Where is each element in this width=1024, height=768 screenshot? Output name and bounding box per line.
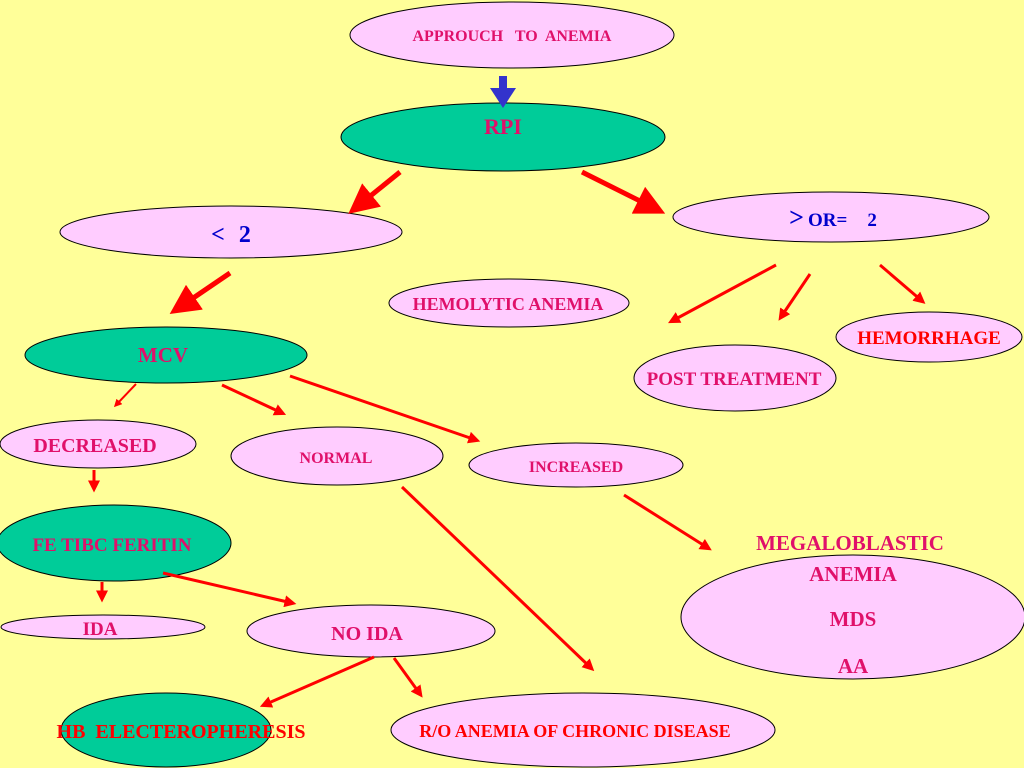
rpi-label: RPI	[484, 114, 522, 139]
arrow-greater-to-post	[778, 273, 812, 321]
hb-electro-label: HB ELECTEROPHERESIS	[57, 721, 306, 743]
decreased-node	[0, 419, 197, 469]
hemolytic-label: HEMOLYTIC ANEMIA	[413, 294, 604, 314]
arrow-mcv-to-increased	[289, 374, 481, 444]
no-ida-label: NO IDA	[331, 623, 403, 645]
post-treatment-node	[633, 344, 837, 412]
post-treatment-label: POST TREATMENT	[647, 369, 822, 390]
chronic-label: R/O ANEMIA OF CHRONIC DISEASE	[419, 721, 730, 741]
ida-node	[0, 614, 206, 640]
hemorrhage-node	[835, 311, 1023, 363]
greater-value: 2	[867, 210, 877, 231]
approach-node	[349, 1, 675, 69]
greater-symbol: >	[789, 203, 804, 232]
less-than-symbol: <	[211, 222, 225, 248]
less-than-value: 2	[239, 222, 251, 248]
greater-or-equal-node	[672, 191, 990, 243]
arrow-normal-to-chronic	[400, 485, 595, 672]
arrow-less-to-mcv	[169, 270, 232, 315]
arrow-mcv-to-decreased	[113, 383, 137, 408]
arrow-greater-to-hemorrhage	[879, 263, 926, 304]
arrow-approach-to-rpi	[490, 76, 516, 108]
megaloblastic-label-4: AA	[838, 654, 869, 678]
chronic-node	[390, 692, 776, 768]
arrow-rpi-to-greater	[580, 169, 666, 214]
normal-label: NORMAL	[300, 450, 373, 467]
arrow-fe-to-no-ida	[162, 571, 297, 608]
arrow-rpi-to-less	[348, 170, 402, 214]
megaloblastic-label-3: MDS	[830, 607, 877, 631]
hemolytic-node	[388, 278, 630, 328]
normal-node	[230, 426, 444, 486]
or-equal-text: OR=	[808, 210, 847, 231]
arrow-no-ida-to-chronic	[392, 657, 423, 698]
increased-node	[468, 442, 684, 488]
megaloblastic-label-1: MEGALOBLASTIC	[756, 531, 944, 555]
mcv-node	[24, 326, 308, 384]
megaloblastic-label-2: ANEMIA	[809, 562, 897, 586]
mcv-label: MCV	[138, 343, 188, 367]
hemorrhage-label: HEMORRHAGE	[857, 328, 1001, 349]
greater-or-equal-label: >OR= 2	[789, 203, 877, 232]
fe-tibc-label: FE TIBC FERITIN	[32, 535, 191, 556]
less-than-label: <2	[211, 222, 251, 248]
less-than-node	[59, 205, 403, 259]
increased-label: INCREASED	[529, 459, 623, 476]
ida-label: IDA	[83, 619, 118, 640]
approach-label: APPROUCH TO ANEMIA	[413, 28, 612, 45]
arrow-increased-to-megaloblastic	[623, 493, 712, 551]
arrow-mcv-to-normal	[221, 383, 287, 416]
fe-tibc-node	[0, 504, 232, 582]
arrow-no-ida-to-hb	[259, 655, 375, 708]
arrow-greater-to-hemolytic	[668, 263, 777, 324]
megaloblastic-node	[680, 554, 1024, 680]
decreased-label: DECREASED	[33, 435, 156, 457]
hb-electro-node	[60, 692, 272, 768]
